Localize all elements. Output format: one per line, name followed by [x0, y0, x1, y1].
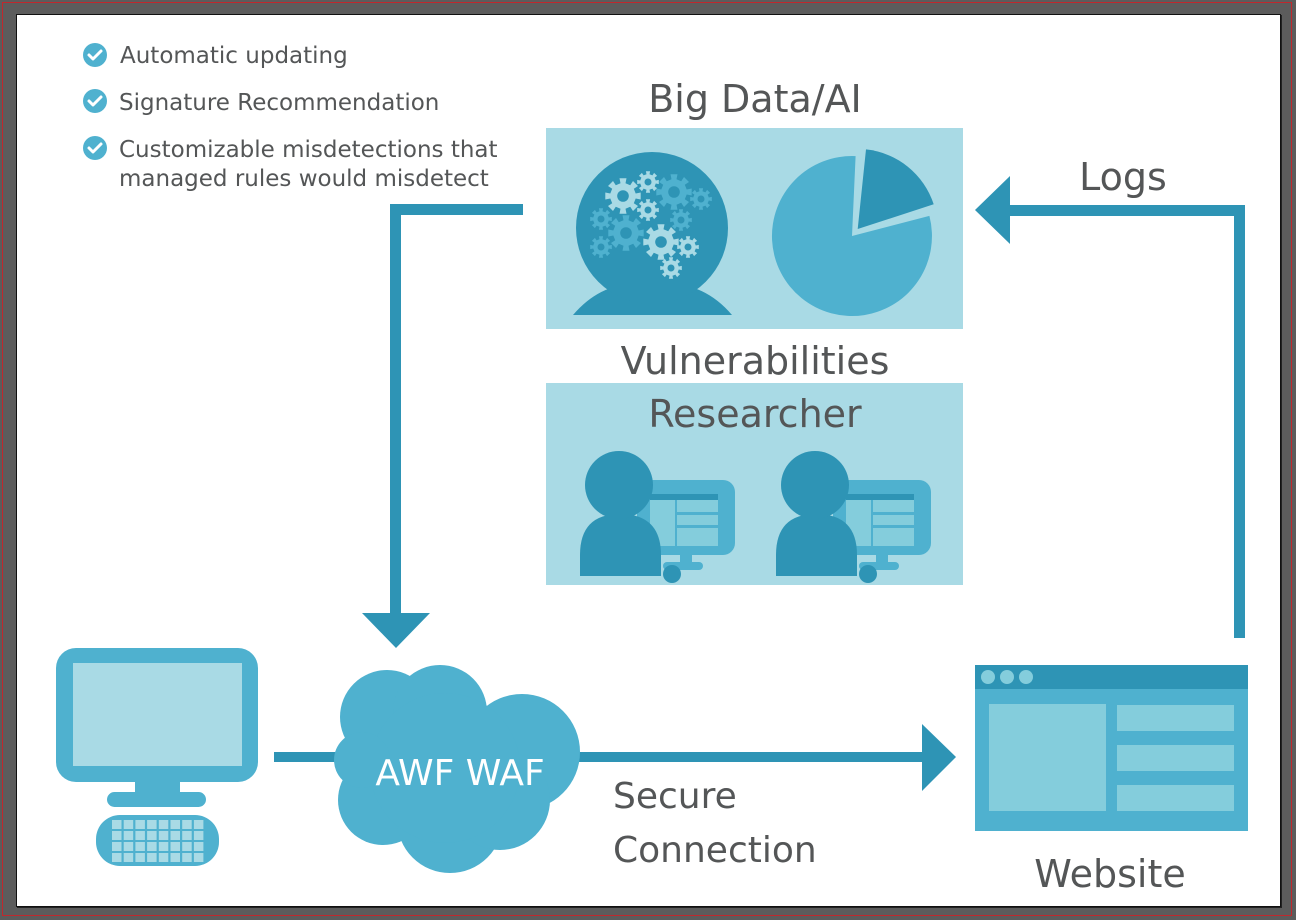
- arrowhead-right-icon: [922, 724, 956, 791]
- gear-icon: [637, 199, 659, 221]
- gear-icon: [677, 236, 699, 258]
- browser-row: [1117, 785, 1234, 811]
- gear-icon: [690, 188, 712, 210]
- browser-main-pane: [989, 704, 1106, 811]
- gear-icon: [590, 208, 612, 230]
- gear-icon: [656, 174, 692, 210]
- waf-cloud-icon: [334, 665, 580, 873]
- keyboard-key: [170, 831, 180, 840]
- big-data-panel: [546, 128, 963, 329]
- secure-label-line1: Secure: [613, 776, 737, 817]
- keyboard-key: [112, 853, 122, 862]
- person-icon: [776, 451, 877, 583]
- client-link-line: [274, 752, 354, 762]
- feature-list: Automatic updating Signature Recommendat…: [83, 43, 498, 192]
- feature-text-continued: managed rules would misdetect: [119, 166, 489, 192]
- keyboard-key: [147, 842, 157, 851]
- feature-item: Automatic updating: [83, 43, 348, 69]
- keyboard-key: [170, 820, 180, 829]
- researcher-title-line1: Vulnerabilities: [621, 339, 890, 383]
- keyboard-key: [158, 842, 169, 851]
- keyboard-key: [135, 853, 145, 862]
- keyboard-key: [182, 853, 192, 862]
- pie-chart-icon: [771, 149, 934, 317]
- feature-item: Customizable misdetections that managed …: [83, 136, 498, 192]
- keyboard-key: [182, 820, 192, 829]
- keyboard-key: [112, 820, 122, 829]
- gear-icon: [590, 236, 612, 258]
- browser-row: [1117, 705, 1234, 731]
- website-label: Website: [1034, 852, 1185, 896]
- keyboard-key: [123, 831, 134, 840]
- keyboard-key: [170, 853, 180, 862]
- keyboard-key: [135, 831, 145, 840]
- keyboard-key: [182, 842, 192, 851]
- researcher-icon: [580, 451, 735, 583]
- researcher-monitor-icon: [833, 480, 931, 570]
- big-data-title: Big Data/AI: [648, 77, 862, 121]
- researcher-icon: [776, 451, 931, 583]
- update-arrow: [362, 204, 523, 648]
- keyboard-key: [193, 820, 204, 829]
- keyboard-key: [123, 820, 134, 829]
- browser-dot-icon: [1019, 670, 1033, 684]
- keyboard-key: [147, 831, 157, 840]
- keyboard-key: [147, 853, 157, 862]
- gear-icon: [660, 257, 682, 279]
- gear-icon: [643, 224, 679, 260]
- keyboard-key: [193, 842, 204, 851]
- ai-head-icon: [573, 152, 732, 315]
- secure-connection-arrow: [560, 724, 956, 791]
- check-mark-icon: [87, 95, 103, 107]
- keyboard-key: [123, 842, 134, 851]
- secure-label-line2: Connection: [613, 830, 817, 871]
- gear-icon: [637, 171, 659, 193]
- keyboard-key: [182, 831, 192, 840]
- keyboard-key: [158, 831, 169, 840]
- monitor-screen: [73, 663, 242, 766]
- arrowhead-down-icon: [362, 613, 430, 648]
- keyboard-key: [158, 853, 169, 862]
- pie-exploded-slice: [857, 149, 934, 229]
- check-mark-icon: [87, 142, 103, 154]
- browser-row: [1117, 745, 1234, 771]
- researcher-panel: Researcher: [546, 383, 963, 585]
- keyboard-key: [112, 831, 122, 840]
- keyboard-key: [112, 842, 122, 851]
- feature-item: Signature Recommendation: [83, 89, 439, 116]
- feature-text: Customizable misdetections that: [119, 137, 498, 163]
- keyboard-key: [193, 853, 204, 862]
- keyboard-key: [147, 820, 157, 829]
- gear-icon: [605, 178, 641, 214]
- keyboard-key: [193, 831, 204, 840]
- browser-dot-icon: [1000, 670, 1014, 684]
- gear-icons: [590, 171, 712, 279]
- feature-text: Automatic updating: [120, 43, 348, 69]
- keyboard-key: [135, 820, 145, 829]
- researcher-monitor-icon: [637, 480, 735, 570]
- keyboard-key: [170, 842, 180, 851]
- waf-label: AWF WAF: [375, 753, 544, 794]
- pie-main-slice: [771, 156, 932, 317]
- logs-label: Logs: [1079, 155, 1167, 199]
- check-mark-icon: [87, 49, 103, 61]
- browser-title-bar: [975, 665, 1248, 689]
- feature-text: Signature Recommendation: [119, 90, 439, 116]
- keyboard-key: [123, 853, 134, 862]
- researcher-title-line2: Researcher: [648, 392, 862, 436]
- gear-icon: [608, 215, 644, 251]
- logs-arrow: [975, 176, 1245, 638]
- person-icon: [580, 451, 681, 583]
- website-browser-icon: [975, 665, 1248, 831]
- gear-icon: [670, 209, 692, 231]
- arrowhead-left-icon: [975, 176, 1010, 244]
- keyboard-key: [158, 820, 169, 829]
- keyboard-key: [135, 842, 145, 851]
- browser-dot-icon: [981, 670, 995, 684]
- client-computer-icon: [56, 648, 258, 866]
